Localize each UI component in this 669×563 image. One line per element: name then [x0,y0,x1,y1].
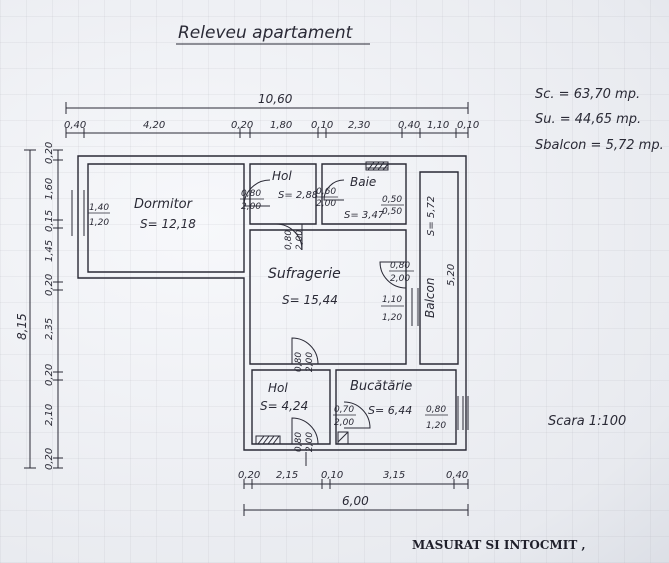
left-total: 8,15 [15,313,29,340]
bottom-total: 6,00 [342,494,369,508]
dim-label: 1,10 [427,120,449,131]
dim-label: 2,35 [44,318,55,340]
room-name-sufragerie: Sufragerie [268,266,341,282]
opening-height: 0,50 [382,207,402,217]
walls [77,155,467,451]
room-name-bucatarie: Bucătărie [350,379,412,394]
opening-width: 0,60 [316,187,336,197]
opening-width: 0,70 [334,405,354,415]
opening-width: 1,40 [89,203,109,213]
room-area-bucatarie: S= 6,44 [368,404,412,417]
opening-width: 0,80 [294,432,304,452]
dim-label: 2,10 [44,404,55,426]
dim-label: 2,30 [348,120,370,131]
opening-width: 0,80 [284,230,294,250]
opening-labels: 1,40 1,20 0,80 2,00 0,60 2,00 0,50 0,50 … [88,187,448,452]
balcony-area: Sbalcon = 5,72 mp. [535,138,664,153]
dim-label: 0,20 [238,470,260,481]
total-area: Sc. = 63,70 mp. [535,87,640,102]
opening-width: 0,80 [294,352,304,372]
room-area-hol-top: S= 2,88 [278,190,318,201]
room-name-balcon: Balcon [423,278,437,318]
dim-label: 0,10 [321,470,343,481]
room-area-balcon: S= 5,72 [426,196,437,236]
opening-width: 0,80 [390,261,410,271]
opening-height: 2,00 [305,352,315,372]
dim-label: 0,40 [398,120,420,131]
opening-width: 0,80 [426,405,446,415]
opening-height: 2,00 [390,274,410,284]
opening-height: 1,20 [382,313,402,323]
hatched-duct [255,161,389,445]
top-total: 10,60 [258,92,293,106]
room-name-hol-top: Hol [272,169,292,183]
scale-label: Scara 1:100 [548,414,626,429]
room-labels: Dormitor S= 12,18 Hol S= 2,88 Baie S= 3,… [134,169,457,417]
opening-height: 2,00 [295,230,305,250]
dim-label: 0,20 [231,120,253,131]
dim-label: 0,40 [64,120,86,131]
room-name-hol-bottom: Hol [268,381,288,395]
left-dimensions: 8,15 0,20 1,60 0,15 1,45 0,20 2,35 0,20 … [15,142,63,470]
dim-label: 1,45 [44,240,55,262]
opening-height: 1,20 [89,218,109,228]
room-area-hol-bottom: S= 4,24 [260,399,308,413]
dim-label: 1,80 [270,120,292,131]
dim-label: 0,10 [457,120,479,131]
dim-label: 0,20 [44,364,55,386]
room-area-dormitor: S= 12,18 [140,217,196,231]
dim-label: 1,60 [44,178,55,200]
dim-label: 0,20 [44,142,55,164]
footer-note: MASURAT SI INTOCMIT , [412,538,586,552]
room-name-dormitor: Dormitor [134,197,194,212]
opening-height: 1,20 [426,421,446,431]
dim-label: 0,20 [44,448,55,470]
top-dimensions: 10,60 0,40 4,20 0,20 1,80 0,10 2,30 0,40… [64,92,479,138]
room-name-baie: Baie [350,175,376,189]
dim-label: 0,10 [311,120,333,131]
balcon-dim: 5,20 [446,264,457,286]
dim-label: 3,15 [383,470,405,481]
opening-width: 0,50 [382,195,402,205]
bottom-dimensions: 0,20 2,15 0,10 3,15 0,40 6,00 [238,470,469,516]
dim-label: 4,20 [143,120,165,131]
dim-label: 0,20 [44,274,55,296]
door-swings [243,179,407,466]
opening-height: 2,00 [241,202,261,212]
opening-height: 2,00 [334,418,354,428]
dim-label: 0,15 [44,210,55,232]
dim-label: 2,15 [276,470,298,481]
dim-label: 0,40 [446,470,468,481]
opening-width: 0,80 [241,189,261,199]
room-area-baie: S= 3,47 [344,210,385,221]
opening-height: 2,00 [316,199,336,209]
drawing-title: Releveu apartament [178,23,354,43]
usable-area: Su. = 44,65 mp. [535,112,641,127]
room-area-sufragerie: S= 15,44 [282,293,338,307]
opening-height: 2,00 [305,432,315,452]
opening-width: 1,10 [382,295,402,305]
